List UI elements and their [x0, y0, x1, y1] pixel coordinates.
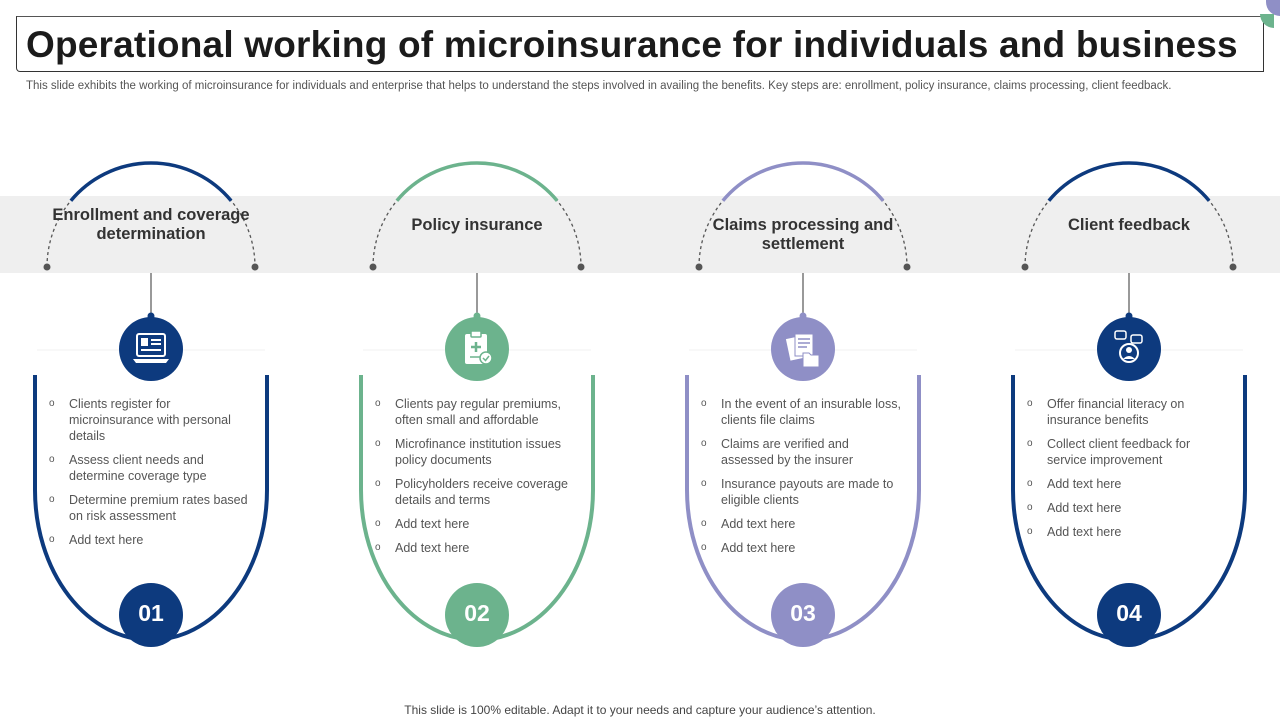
arc-accent: [69, 161, 233, 202]
step-title-4: Client feedback: [1068, 216, 1190, 234]
step-arcs: [43, 161, 1237, 320]
documents-folder-icon: [771, 317, 835, 381]
step-title-2: Policy insurance: [411, 216, 543, 234]
step-number-1: 01: [119, 583, 183, 647]
arc-accent: [1047, 161, 1211, 202]
page-subtitle: This slide exhibits the working of micro…: [26, 80, 1172, 92]
arc-end-dot: [43, 263, 51, 271]
step-title-1: Enrollment and coverage determination: [52, 206, 250, 243]
arc-end-dot: [903, 263, 911, 271]
arc-end-dot: [251, 263, 259, 271]
step-number-4: 04: [1097, 583, 1161, 647]
clipboard-plus-icon: [445, 317, 509, 381]
page-title: Operational working of microinsurance fo…: [26, 24, 1238, 65]
arc-dashed: [1024, 162, 1234, 268]
arc-accent: [395, 161, 559, 202]
corner-decoration: [1260, 0, 1280, 28]
arc-end-dot: [695, 263, 703, 271]
title-frame: [16, 16, 1264, 72]
step-number-3: 03: [771, 583, 835, 647]
arc-end-dot: [369, 263, 377, 271]
arc-end-dot: [1021, 263, 1029, 271]
title-band: [0, 196, 1280, 273]
arc-end-dot: [577, 263, 585, 271]
arc-end-dot: [1229, 263, 1237, 271]
step-title-3: Claims processing and settlement: [712, 216, 894, 253]
arc-dashed: [372, 162, 582, 268]
computer-id-icon: [119, 317, 183, 381]
step-number-2: 02: [445, 583, 509, 647]
footer-note: This slide is 100% editable. Adapt it to…: [404, 703, 876, 717]
arc-accent: [721, 161, 885, 202]
user-feedback-icon: [1097, 317, 1161, 381]
